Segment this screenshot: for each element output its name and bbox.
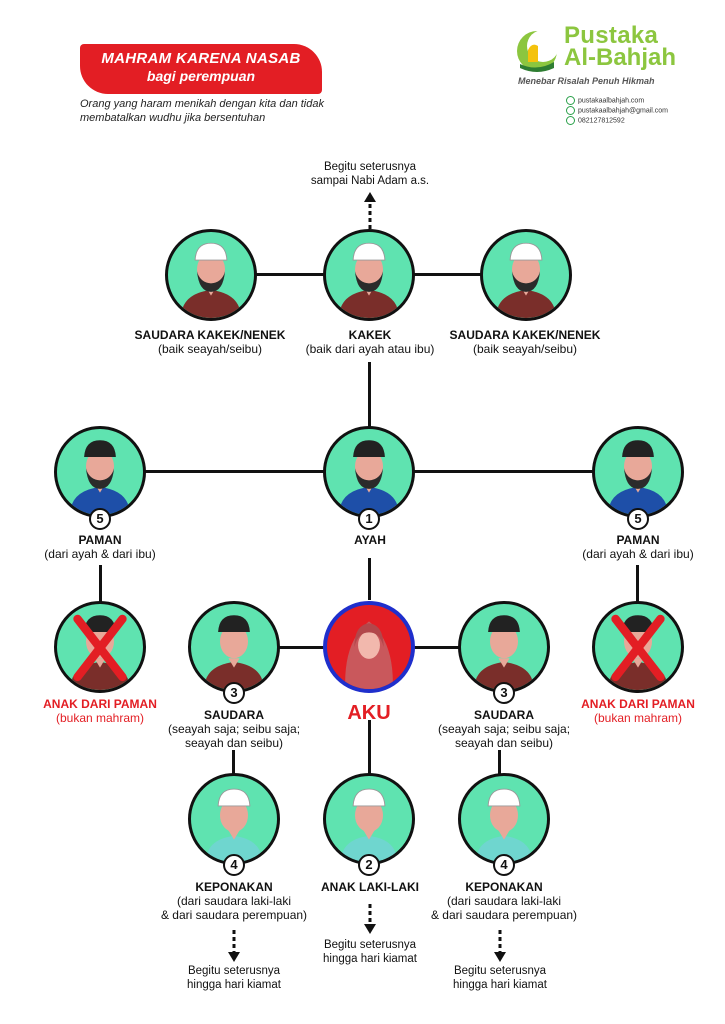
dashed-arrow-up <box>364 192 376 232</box>
bottom-note-left: Begitu seterusnya hingga hari kiamat <box>187 965 281 991</box>
label-anak-paman-right: ANAK DARI PAMAN (bukan mahram) <box>581 697 695 725</box>
cross-icon <box>73 614 127 682</box>
bottom-note-center: Begitu seterusnya hingga hari kiamat <box>323 939 417 965</box>
avatar-paman-left <box>54 426 146 518</box>
connector-line <box>413 646 461 649</box>
young-man-icon <box>204 615 264 690</box>
avatar-saudara-left <box>188 601 280 693</box>
mail-icon <box>566 106 575 115</box>
label-aku: AKU <box>347 702 391 724</box>
boy-icon <box>475 788 533 862</box>
connector-line <box>368 558 371 600</box>
connector-line <box>232 750 235 778</box>
connector-line <box>255 273 327 276</box>
avatar-saudara-right <box>458 601 550 693</box>
label-ayah: AYAH <box>354 533 386 547</box>
boy-icon <box>205 788 263 862</box>
badge-keponakan-left: 4 <box>223 854 245 876</box>
elder-man-icon <box>339 242 399 318</box>
connector-line <box>368 362 371 430</box>
connector-line <box>498 750 501 778</box>
contact-phone: 082127812592 <box>566 116 625 125</box>
title-line2: bagi perempuan <box>146 68 256 84</box>
logo-name-line1: Pustaka <box>564 22 659 49</box>
label-paman-left: PAMAN (dari ayah & dari ibu) <box>44 533 156 561</box>
avatar-saudara-kakek-right <box>480 229 572 321</box>
connector-line <box>278 646 326 649</box>
badge-anak-laki: 2 <box>358 854 380 876</box>
connector-line <box>413 273 485 276</box>
label-anak-laki: ANAK LAKI-LAKI <box>321 880 419 894</box>
avatar-anak-paman-right <box>592 601 684 693</box>
subtitle: Orang yang haram menikah dengan kita dan… <box>80 98 324 124</box>
title-line1: MAHRAM KARENA NASAB <box>101 50 301 67</box>
dashed-arrow-down <box>228 930 240 962</box>
label-saudara-kakek-left: SAUDARA KAKEK/NENEK (baik seayah/seibu) <box>134 328 286 356</box>
logo-name-line2: Al-Bahjah <box>564 44 677 71</box>
badge-saudara-right: 3 <box>493 682 515 704</box>
connector-line <box>636 565 639 605</box>
label-paman-right: PAMAN (dari ayah & dari ibu) <box>582 533 694 561</box>
label-keponakan-right: KEPONAKAN (dari saudara laki-laki & dari… <box>430 880 578 922</box>
avatar-ayah <box>323 426 415 518</box>
avatar-anak-paman-left <box>54 601 146 693</box>
young-man-icon <box>70 614 130 690</box>
contact-website: pustakaalbahjah.com <box>566 96 644 105</box>
logo-icon <box>514 28 560 74</box>
label-saudara-kakek-right: SAUDARA KAKEK/NENEK (baik seayah/seibu) <box>449 328 601 356</box>
young-man-icon <box>608 614 668 690</box>
label-saudara-left: SAUDARA (seayah saja; seibu saja; seayah… <box>167 708 301 750</box>
title-banner: MAHRAM KARENA NASAB bagi perempuan <box>80 44 322 94</box>
avatar-keponakan-right <box>458 773 550 865</box>
dashed-arrow-down <box>494 930 506 962</box>
top-note: Begitu seterusnya sampai Nabi Adam a.s. <box>310 161 430 187</box>
elder-man-icon <box>181 242 241 318</box>
label-kakek: KAKEK (baik dari ayah atau ibu) <box>305 328 435 356</box>
avatar-anak-laki <box>323 773 415 865</box>
bottom-note-right: Begitu seterusnya hingga hari kiamat <box>453 965 547 991</box>
contact-email: pustakaalbahjah@gmail.com <box>566 106 668 115</box>
badge-paman-left: 5 <box>89 508 111 530</box>
logo-tagline: Menebar Risalah Penuh Hikmah <box>518 76 655 86</box>
badge-ayah: 1 <box>358 508 380 530</box>
label-keponakan-left: KEPONAKAN (dari saudara laki-laki & dari… <box>160 880 308 922</box>
woman-hijab-icon <box>345 621 393 689</box>
man-icon <box>339 440 399 515</box>
avatar-keponakan-left <box>188 773 280 865</box>
badge-paman-right: 5 <box>627 508 649 530</box>
badge-saudara-left: 3 <box>223 682 245 704</box>
elder-man-icon <box>496 242 556 318</box>
label-saudara-right: SAUDARA (seayah saja; seibu saja; seayah… <box>437 708 571 750</box>
young-man-icon <box>474 615 534 690</box>
connector-line <box>413 470 598 473</box>
cross-icon <box>611 614 665 682</box>
boy-icon <box>340 788 398 862</box>
man-icon <box>70 440 130 515</box>
avatar-aku <box>323 601 415 693</box>
whatsapp-icon <box>566 116 575 125</box>
avatar-kakek <box>323 229 415 321</box>
label-anak-paman-left: ANAK DARI PAMAN (bukan mahram) <box>43 697 157 725</box>
dashed-arrow-down <box>364 904 376 934</box>
connector-line <box>142 470 327 473</box>
connector-line <box>368 720 371 778</box>
man-icon <box>608 440 668 515</box>
connector-line <box>99 565 102 605</box>
avatar-paman-right <box>592 426 684 518</box>
avatar-saudara-kakek-left <box>165 229 257 321</box>
badge-keponakan-right: 4 <box>493 854 515 876</box>
globe-icon <box>566 96 575 105</box>
